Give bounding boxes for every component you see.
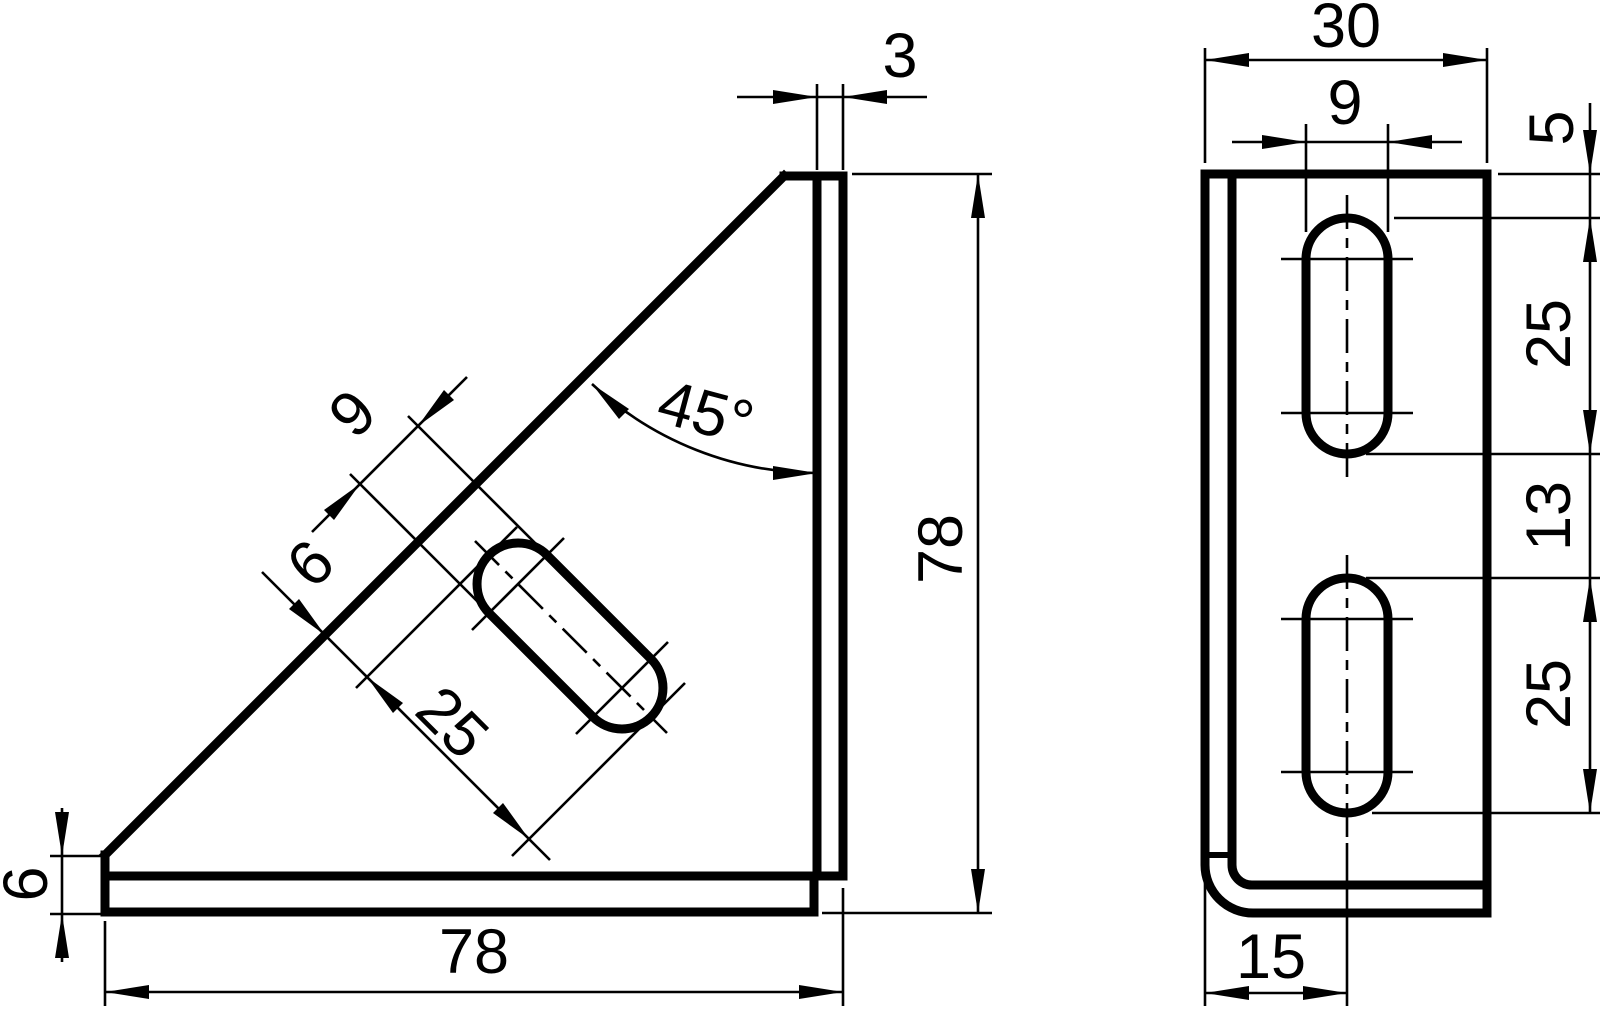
arrowhead bbox=[367, 677, 403, 713]
dim-label-slot-length: 25 bbox=[403, 673, 502, 772]
arrowhead bbox=[1583, 769, 1597, 813]
side-view-outline bbox=[98, 169, 848, 917]
arrowhead bbox=[1205, 53, 1249, 67]
slot-centerline bbox=[474, 540, 668, 734]
dim-label-slot-gap: 13 bbox=[1514, 481, 1584, 551]
arrowhead bbox=[1583, 130, 1597, 174]
dim-label-thickness: 3 bbox=[882, 21, 917, 91]
front-view-outline bbox=[1200, 169, 1492, 918]
dim-label-lower-slot-length: 25 bbox=[1514, 659, 1584, 729]
arrowhead bbox=[773, 90, 817, 104]
dim-label-slot-width: 9 bbox=[316, 377, 390, 451]
arrowhead bbox=[324, 484, 360, 520]
dim-label-slot-offset: 6 bbox=[274, 527, 348, 601]
left-inner-edge-with-bend bbox=[1227, 169, 1492, 890]
arrowhead bbox=[418, 390, 454, 426]
left-outer-edge-with-bend bbox=[1200, 169, 1492, 918]
ext-line bbox=[407, 415, 561, 569]
arrowhead bbox=[493, 803, 529, 839]
dimension-labels: 3 45° 9 6 25 78 78 6 30 9 5 25 13 25 15 bbox=[0, 0, 1587, 992]
dim-label-upper-slot-length: 25 bbox=[1514, 299, 1584, 369]
dim-label-front-slot-width: 9 bbox=[1327, 68, 1362, 138]
arrowhead bbox=[799, 985, 843, 999]
hypotenuse-edge bbox=[98, 169, 791, 862]
arrowhead bbox=[1388, 135, 1432, 149]
arrowhead bbox=[971, 869, 985, 913]
dim-label-front-width: 30 bbox=[1311, 0, 1381, 61]
arrowhead bbox=[592, 384, 629, 419]
arrowhead bbox=[843, 90, 887, 104]
arrowhead bbox=[289, 599, 325, 635]
dim-label-center-offset: 15 bbox=[1236, 922, 1306, 992]
arrowhead bbox=[105, 985, 149, 999]
slot-center-tick bbox=[471, 537, 565, 631]
arrowhead bbox=[1303, 986, 1347, 1000]
arrowhead bbox=[1583, 218, 1597, 262]
arrowhead bbox=[1583, 410, 1597, 454]
arrowhead bbox=[1443, 53, 1487, 67]
arrowhead bbox=[1205, 986, 1249, 1000]
dim-label-width: 78 bbox=[439, 917, 509, 987]
arrowhead bbox=[55, 914, 69, 958]
dim-label-angle: 45° bbox=[651, 367, 761, 459]
ext-line bbox=[349, 473, 501, 625]
dimension-arrowheads bbox=[55, 53, 1597, 1000]
arrowhead bbox=[1583, 578, 1597, 622]
dim-label-edge-height: 6 bbox=[0, 866, 61, 901]
dim-label-height: 78 bbox=[906, 514, 976, 584]
ext-line bbox=[355, 526, 518, 689]
arrowhead bbox=[1262, 135, 1306, 149]
dim-label-top-offset: 5 bbox=[1517, 110, 1587, 145]
slot-center-tick bbox=[575, 641, 669, 735]
arrowhead bbox=[773, 466, 817, 480]
arrowhead bbox=[971, 174, 985, 218]
ext-line bbox=[511, 682, 686, 857]
arrowhead bbox=[55, 812, 69, 856]
